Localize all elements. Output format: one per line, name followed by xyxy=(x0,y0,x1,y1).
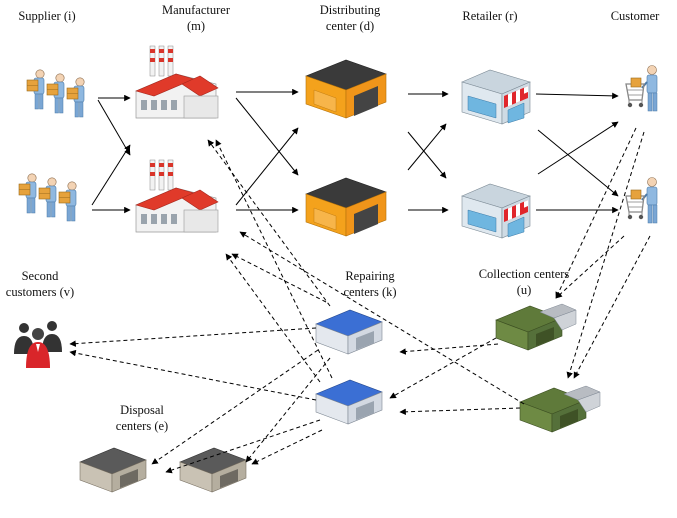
manufacturer-factory-icon-bottom xyxy=(135,159,219,233)
reverse-flow-arrows xyxy=(69,127,651,474)
collection-center-icon-bottom xyxy=(519,385,601,433)
retailer-store-icon-top xyxy=(461,69,531,125)
disposal-center-icon-left xyxy=(79,447,147,493)
customer-cart-icon-bottom xyxy=(625,176,658,224)
distributing-label-line2: center (d) xyxy=(325,19,375,33)
supplier-icon-bottom xyxy=(18,173,77,222)
retailer-label: Retailer (r) xyxy=(452,8,528,24)
second-customers-label-line1: Second xyxy=(21,269,59,283)
disposal-centers-label: Disposal centers (e) xyxy=(102,402,182,434)
collection-centers-label: Collection centers (u) xyxy=(464,266,584,298)
customer-label: Customer xyxy=(598,8,672,24)
distribution-warehouse-icon-bottom xyxy=(305,177,387,237)
manufacturer-label-line2: (m) xyxy=(186,19,206,33)
supplier-label-text: Supplier (i) xyxy=(18,9,76,23)
customer-cart-icon-top xyxy=(625,64,658,112)
repairing-center-icon-top xyxy=(315,309,383,355)
repairing-centers-label-line2: centers (k) xyxy=(343,285,397,299)
disposal-centers-label-line1: Disposal xyxy=(120,403,164,417)
customer-label-text: Customer xyxy=(610,9,660,23)
supplier-icon-top xyxy=(26,69,85,118)
distributing-label: Distributing center (d) xyxy=(306,2,394,34)
distribution-warehouse-icon-top xyxy=(305,59,387,119)
distributing-label-line1: Distributing xyxy=(319,3,381,17)
disposal-centers-label-line2: centers (e) xyxy=(115,419,169,433)
supplier-label: Supplier (i) xyxy=(4,8,90,24)
repairing-centers-label-line1: Repairing xyxy=(345,269,395,283)
collection-centers-label-line1: Collection centers xyxy=(478,267,570,281)
manufacturer-label: Manufacturer (m) xyxy=(148,2,244,34)
manufacturer-factory-icon-top xyxy=(135,45,219,119)
collection-center-icon-top xyxy=(495,303,577,351)
retailer-store-icon-bottom xyxy=(461,183,531,239)
collection-centers-label-line2: (u) xyxy=(516,283,532,297)
second-customers-label-line2: customers (v) xyxy=(5,285,75,299)
manufacturer-label-line1: Manufacturer xyxy=(161,3,231,17)
disposal-center-icon-right xyxy=(179,447,247,493)
repairing-centers-label: Repairing centers (k) xyxy=(330,268,410,300)
retailer-label-text: Retailer (r) xyxy=(462,9,518,23)
second-customers-people-icon xyxy=(14,321,62,368)
repairing-center-icon-bottom xyxy=(315,379,383,425)
second-customers-label: Second customers (v) xyxy=(0,268,80,300)
forward-flow-arrows xyxy=(91,88,619,214)
